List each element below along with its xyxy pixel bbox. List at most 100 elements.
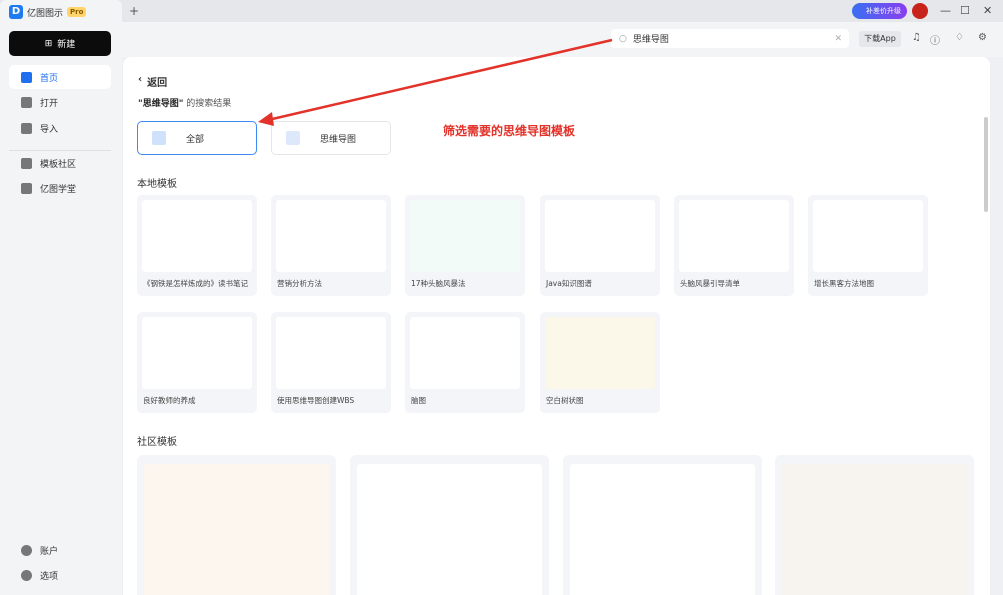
back-button[interactable]: ‹ 返回 <box>138 74 167 89</box>
theme-icon[interactable]: ♢ <box>955 32 964 43</box>
template-label: 增长黑客方法地图 <box>814 279 874 288</box>
community-templates-title: 社区模板 <box>137 437 177 448</box>
app-logo-icon: D <box>9 5 23 19</box>
new-tab-button[interactable]: + <box>129 4 140 18</box>
sidebar-item-community[interactable]: 模板社区 <box>9 151 111 175</box>
template-label: 《钢铁是怎样炼成的》读书笔记 <box>143 279 248 288</box>
template-thumbnail <box>142 317 252 389</box>
pro-badge: Pro <box>67 7 87 17</box>
close-icon[interactable]: ✕ <box>983 4 993 17</box>
help-icon[interactable]: ⓘ <box>930 36 940 47</box>
back-label: 返回 <box>147 78 168 89</box>
maximize-icon[interactable]: ☐ <box>960 4 970 17</box>
filter-label: 全部 <box>186 134 205 145</box>
search-result-title: "思维导图" 的搜索结果 <box>138 96 231 109</box>
import-icon <box>21 122 32 134</box>
local-template-card[interactable]: 良好教师的养成 <box>137 312 257 413</box>
filter-mindmap[interactable]: 思维导图 <box>271 121 391 155</box>
community-template-card[interactable] <box>350 455 549 595</box>
local-template-card[interactable]: Java知识图谱 <box>540 195 660 296</box>
home-icon <box>21 71 32 83</box>
search-input[interactable]: ○ 思维导图 ✕ <box>611 29 849 48</box>
template-thumbnail <box>570 464 755 595</box>
sidebar-item-options[interactable]: 选项 <box>9 563 111 587</box>
template-label: 营销分析方法 <box>277 279 322 288</box>
result-suffix: 的搜索结果 <box>183 99 232 109</box>
nav-label: 导入 <box>40 124 59 135</box>
community-icon <box>21 157 32 169</box>
template-thumbnail <box>679 200 789 272</box>
avatar[interactable] <box>912 3 928 19</box>
title-bar <box>0 0 1003 22</box>
template-thumbnail <box>545 200 655 272</box>
filter-label: 思维导图 <box>320 134 357 145</box>
local-template-card[interactable]: 营销分析方法 <box>271 195 391 296</box>
all-icon <box>152 131 166 145</box>
mindmap-icon <box>286 131 300 145</box>
template-thumbnail <box>410 200 520 272</box>
community-template-card[interactable] <box>775 455 974 595</box>
template-thumbnail <box>276 317 386 389</box>
template-thumbnail <box>782 464 967 595</box>
community-template-card[interactable] <box>563 455 762 595</box>
template-thumbnail <box>357 464 542 595</box>
minimize-icon[interactable]: — <box>940 4 951 17</box>
template-label: 良好教师的养成 <box>143 396 196 405</box>
nav-label: 首页 <box>40 73 59 84</box>
search-value: 思维导图 <box>632 35 669 45</box>
template-label: 头脑风暴引导清单 <box>680 279 740 288</box>
local-template-card[interactable]: 空白树状图 <box>540 312 660 413</box>
annotation-text: 筛选需要的思维导图模板 <box>443 124 576 138</box>
local-template-card[interactable]: 增长黑客方法地图 <box>808 195 928 296</box>
divider <box>9 150 111 151</box>
app-tab[interactable]: D 亿图图示 Pro <box>0 0 122 24</box>
sidebar-item-home[interactable]: 首页 <box>9 65 111 89</box>
settings-icon[interactable]: ⚙ <box>978 32 987 43</box>
template-label: 脑图 <box>411 396 426 405</box>
new-button[interactable]: ⊞ 新建 <box>9 31 111 56</box>
template-thumbnail <box>144 464 329 595</box>
local-template-card[interactable]: 《钢铁是怎样炼成的》读书笔记 <box>137 195 257 296</box>
template-thumbnail <box>813 200 923 272</box>
gear-icon <box>21 569 32 581</box>
sidebar-item-import[interactable]: 导入 <box>9 116 111 140</box>
nav-label: 模板社区 <box>40 159 77 170</box>
sidebar-item-academy[interactable]: 亿图学堂 <box>9 176 111 200</box>
query: "思维导图" <box>138 99 184 109</box>
main-panel: ‹ 返回 "思维导图" 的搜索结果 全部 思维导图 本地模板 《钢铁是怎样炼成的》… <box>123 57 990 595</box>
sidebar-item-open[interactable]: 打开 <box>9 90 111 114</box>
filter-all[interactable]: 全部 <box>137 121 257 155</box>
template-label: Java知识图谱 <box>546 279 592 288</box>
template-thumbnail <box>142 200 252 272</box>
app-name: 亿图图示 <box>27 8 64 19</box>
sidebar: ⊞ 新建 首页 打开 导入 模板社区 亿图学堂 账户 选项 <box>0 24 122 595</box>
user-icon <box>21 544 32 556</box>
sidebar-item-account[interactable]: 账户 <box>9 538 111 562</box>
nav-label: 选项 <box>40 571 59 582</box>
local-template-card[interactable]: 脑图 <box>405 312 525 413</box>
new-label: 新建 <box>57 40 76 50</box>
bell-icon[interactable]: ♫ <box>912 32 921 43</box>
local-template-card[interactable]: 头脑风暴引导清单 <box>674 195 794 296</box>
local-templates-title: 本地模板 <box>137 179 177 190</box>
scrollbar[interactable] <box>984 117 988 212</box>
local-template-card[interactable]: 使用思维导图创建WBS <box>271 312 391 413</box>
local-template-card[interactable]: 17种头脑风暴法 <box>405 195 525 296</box>
template-thumbnail <box>276 200 386 272</box>
upgrade-button[interactable]: 补差价升级 <box>852 3 907 19</box>
academy-icon <box>21 182 32 194</box>
nav-label: 亿图学堂 <box>40 184 77 195</box>
template-label: 使用思维导图创建WBS <box>277 396 355 405</box>
plus-icon: ⊞ <box>44 38 53 49</box>
folder-icon <box>21 96 32 108</box>
download-app-button[interactable]: 下载App <box>859 31 901 47</box>
nav-label: 账户 <box>40 546 59 557</box>
community-template-card[interactable] <box>137 455 336 595</box>
nav-label: 打开 <box>40 98 59 109</box>
template-label: 17种头脑风暴法 <box>411 279 466 288</box>
clear-icon[interactable]: ✕ <box>834 33 842 44</box>
template-thumbnail <box>410 317 520 389</box>
chevron-left-icon: ‹ <box>138 74 143 85</box>
template-thumbnail <box>545 317 655 389</box>
